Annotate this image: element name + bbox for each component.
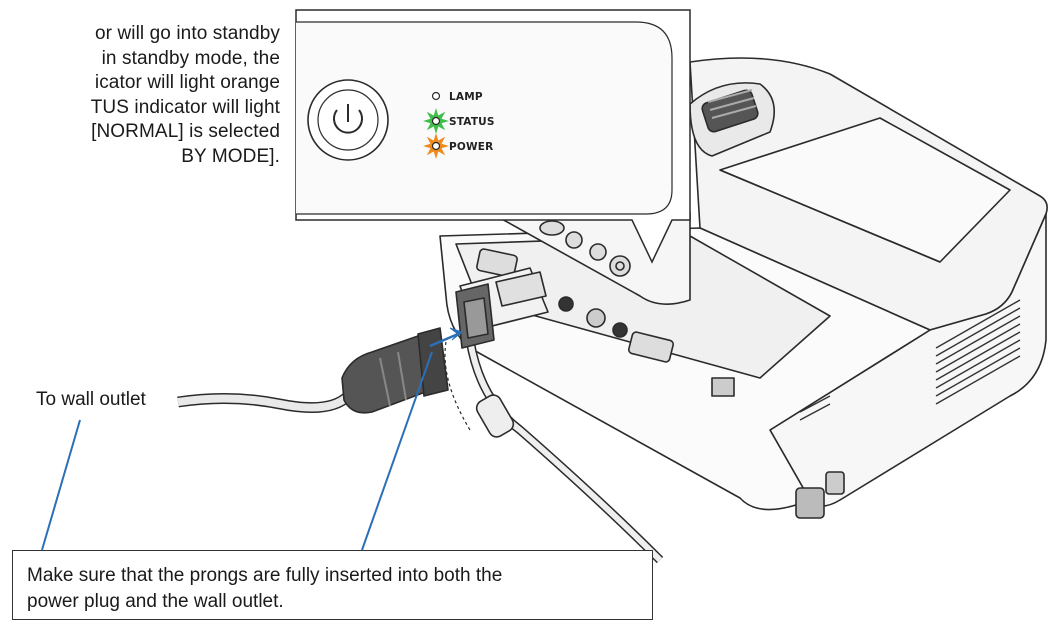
indicator-callout	[295, 9, 691, 264]
led-label: POWER	[449, 141, 493, 153]
leader-lines	[41, 351, 433, 551]
insert-arrow	[429, 332, 459, 348]
wall-outlet-label: To wall outlet	[36, 389, 146, 410]
intro-line: BY MODE].	[181, 145, 280, 167]
intro-line: in standby mode, the	[101, 47, 280, 69]
led-label: LAMP	[449, 91, 483, 103]
projector	[439, 57, 1048, 519]
led-dot-icon	[431, 141, 441, 151]
indicator-status: STATUS	[423, 108, 495, 134]
power-cord	[177, 267, 664, 564]
indicator-power: POWER	[423, 133, 493, 159]
led-dot-icon	[431, 116, 441, 126]
insertion-note: Make sure that the prongs are fully inse…	[12, 550, 653, 620]
indicator-group: LAMP STATUS POWER	[423, 91, 495, 159]
led-dot-icon	[431, 91, 441, 101]
indicator-lamp: LAMP	[431, 91, 483, 103]
standby-description: or will go into standby in standby mode,…	[0, 22, 280, 169]
led-label: STATUS	[449, 116, 495, 128]
intro-line: or will go into standby	[94, 23, 280, 44]
note-line: Make sure that the prongs are fully inse…	[27, 565, 503, 586]
note-line: power plug and the wall outlet.	[27, 591, 284, 612]
intro-line: [NORMAL] is selected	[91, 121, 280, 142]
intro-line: TUS indicator will light	[90, 96, 280, 118]
power-symbol-icon	[333, 109, 363, 134]
intro-line: icator will light orange	[94, 72, 280, 93]
